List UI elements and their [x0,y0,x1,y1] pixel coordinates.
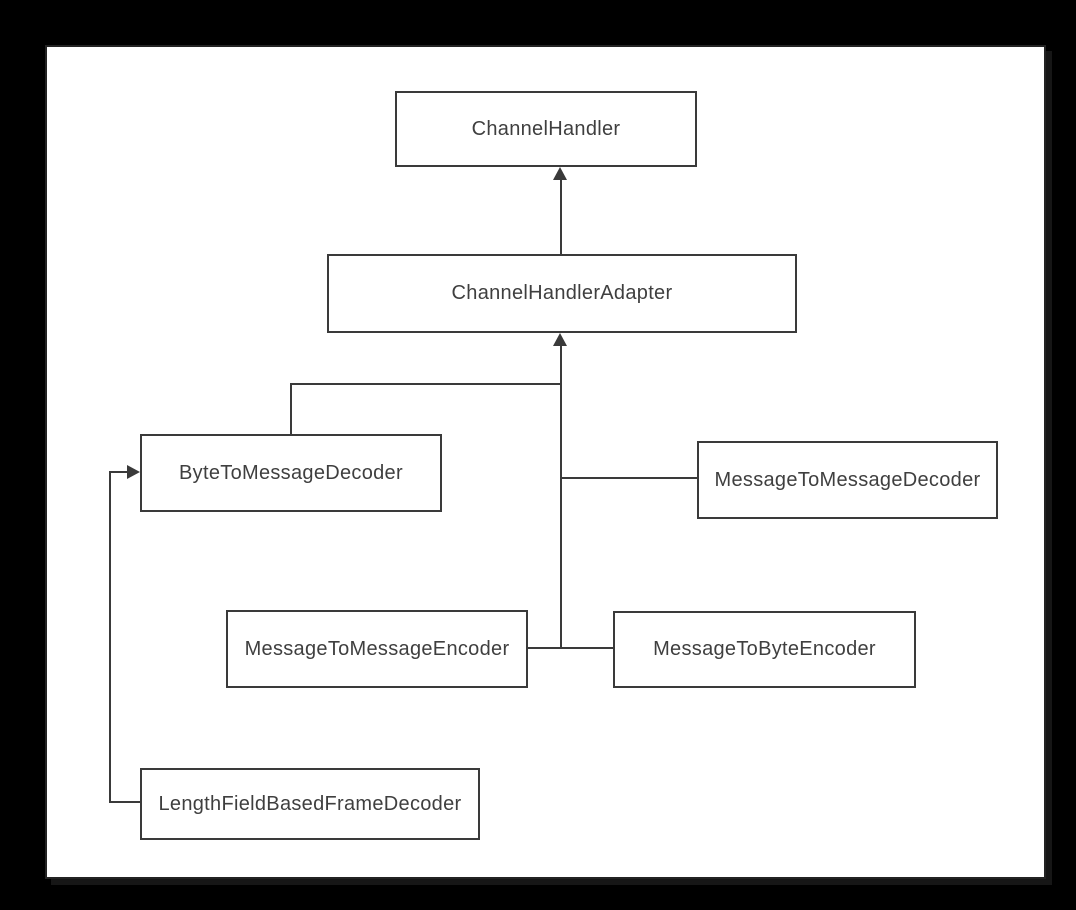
node-channelhandler: ChannelHandler [395,91,697,167]
node-bytetomessagedecoder-label: ByteToMessageDecoder [179,461,403,484]
node-channelhandleradapter-label: ChannelHandlerAdapter [451,282,673,304]
edge-lengthfield-top-horizontal [109,471,128,473]
edge-bytetomessagedecoder-branch-vertical [290,383,292,436]
edge-lengthfield-stub [109,801,140,803]
edge-messagetomessagedecoder-branch [560,477,698,479]
node-messagetomessagedecoder: MessageToMessageDecoder [697,441,998,519]
node-lengthfieldbasedframedecoder-label: LengthFieldBasedFrameDecoder [158,792,462,815]
node-lengthfieldbasedframedecoder: LengthFieldBasedFrameDecoder [140,768,480,840]
edge-lengthfield-riser [109,471,111,803]
node-messagetomessagedecoder-label: MessageToMessageDecoder [714,468,981,491]
node-messagetobyteencoder-label: MessageToByteEncoder [653,638,876,660]
node-channelhandleradapter: ChannelHandlerAdapter [327,254,797,333]
arrowhead-up-into-channelhandler [553,167,567,180]
node-channelhandler-label: ChannelHandler [471,117,621,140]
arrowhead-right-into-bytetomessagedecoder [127,465,140,479]
node-messagetobyteencoder: MessageToByteEncoder [613,611,916,688]
edge-subclasses-to-adapter-spine [560,346,562,649]
edge-bytetomessagedecoder-branch-horizontal [290,383,562,385]
node-messagetomessageencoder-label: MessageToMessageEncoder [244,637,510,660]
edge-adapter-to-handler-line [560,180,562,255]
node-bytetomessagedecoder: ByteToMessageDecoder [140,434,442,512]
arrowhead-up-into-channelhandleradapter [553,333,567,346]
node-messagetomessageencoder: MessageToMessageEncoder [226,610,528,688]
edge-encoders-connector [528,647,614,649]
